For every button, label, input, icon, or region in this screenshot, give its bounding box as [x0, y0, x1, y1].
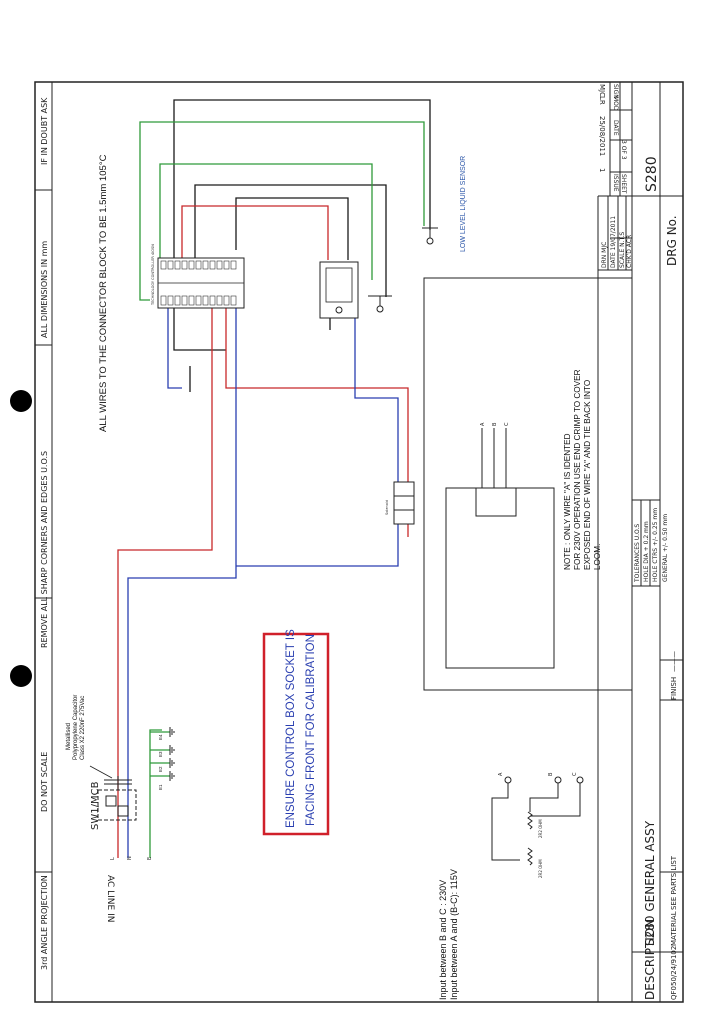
description-value: S280 GENERAL ASSY [643, 820, 657, 946]
material-value: SEE PARTS LIST [670, 855, 678, 910]
contactor-label: Solenoid [385, 500, 389, 515]
issue-initials: LR [598, 96, 606, 105]
punch-hole-bottom [10, 665, 32, 687]
tolerances-title: TOLERANCES U.O.S [634, 524, 641, 583]
sign-label: SIGN [612, 84, 619, 99]
liquid-sensor [368, 227, 438, 313]
earth-label-1: E1 [158, 784, 163, 790]
mod-label: MOD [612, 96, 619, 111]
issue-sign: MJC [598, 84, 606, 97]
lead-b: B [492, 422, 498, 426]
terminal-n: N [127, 856, 133, 860]
earth-label-3: E3 [158, 751, 163, 757]
finish-value: ——— [670, 651, 678, 672]
earth-label-4: E4 [158, 734, 163, 740]
schem-c: C [572, 772, 578, 776]
ac-line-label: AC LINE IN [105, 875, 115, 922]
capacitor-line-2: Polypropylene Capacitor [73, 695, 79, 760]
wires-note: ALL WIRES TO THE CONNECTOR BLOCK TO BE 1… [98, 154, 109, 432]
remove-edges-label: REMOVE ALL SHARP CORNERS AND EDGES U.O.S [40, 451, 49, 648]
sensor-label: LOW LEVEL LIQUID SENSOR [460, 156, 467, 252]
calibration-box [262, 632, 330, 836]
tol-general: GENERAL +/- 0.50 mm [662, 514, 669, 582]
capacitor-leader [89, 765, 113, 779]
identify-line-2: FOR 230V OPERATION USE END CRIMP TO COVE… [573, 369, 582, 570]
tol-hole-ctrs: HOLE CTRS +/- 0.25 mm [652, 508, 659, 582]
scale: SCALE N.T.S [619, 232, 626, 268]
identify-line-1: NOTE : ONLY WIRE "A" IS IDENTED [563, 433, 572, 570]
material-label: MATERIAL [670, 911, 678, 946]
switch-label: SW1/MCB [90, 781, 101, 830]
earth-label-2: E2 [158, 766, 163, 772]
sheet-value: 3 OF 3 [620, 140, 627, 160]
third-angle-label: 3rd ANGLE PROJECTION [40, 875, 49, 970]
issue-label: ISSUE [612, 174, 619, 192]
capacitor-line-3: Class X2 220nF 275Vac [80, 696, 86, 760]
capacitor-line-1: Metallised [66, 723, 72, 750]
contactor-relay [319, 261, 359, 319]
controller-label: TECHNOLOGY CONTROLLER 4IOSN [151, 244, 155, 306]
sheet-label: SHEET [620, 174, 627, 194]
tol-hole-dia: HOLE DIA + 0.2 mm [643, 521, 650, 582]
issue-date-label: DATE [612, 120, 619, 136]
description-label: DESCRIPTION [643, 919, 657, 1000]
finish-label: FINISH [670, 677, 678, 700]
fuse-holder [393, 481, 415, 525]
issue-number: 1 [598, 168, 606, 172]
drawn-by: DRN MJC [601, 242, 608, 268]
terminal-l: L [110, 857, 116, 860]
input-line-1: Input between B and C : 230V [438, 880, 448, 1000]
do-not-scale-label: DO NOT SCALE [40, 752, 49, 812]
drawing-number-label: DRG No. [665, 215, 679, 266]
issue-date: 25/08/2011 [598, 116, 606, 156]
identify-line-3: EXPOSED END OF WIRE "A" AND TIE BACK INT… [583, 380, 592, 570]
dimensions-label: ALL DIMENSIONS IN mm [40, 241, 49, 338]
lead-c: C [504, 422, 510, 426]
resistor1-label: 2R2 OHM [538, 819, 543, 838]
part-number: QF050/24/9102 [670, 946, 678, 1000]
calibration-line-1: ENSURE CONTROL BOX SOCKET IS [285, 629, 297, 828]
resistor-schematic [491, 776, 584, 866]
checked-by: CHK'D ACR [626, 235, 633, 268]
transformer-outline [445, 487, 555, 669]
drawing-frame [34, 81, 684, 1003]
drawing-number: S280 [644, 156, 660, 192]
doubt-label: IF IN DOUBT ASK [40, 97, 49, 165]
switch-mcb [97, 776, 137, 821]
title-block [597, 82, 683, 1002]
calibration-line-2: FACING FRONT FOR CALIBRATION [305, 634, 317, 826]
input-line-2: Input between A and (B-C): 115V [449, 869, 459, 1000]
drawn-date: DATE 19/07/2011 [610, 216, 617, 268]
transformer-leads [481, 428, 507, 488]
terminal-e: E [147, 857, 153, 860]
resistor2-label: 2R2 OHM [538, 859, 543, 878]
schem-a: A [498, 772, 504, 776]
transformer-core [475, 487, 517, 517]
earth-terminals [169, 727, 175, 781]
schem-b: B [548, 772, 554, 776]
wires [117, 99, 431, 858]
punch-hole-top [10, 390, 32, 412]
controller-unit: TECHNOLOGY CONTROLLER 4IOSN [151, 244, 245, 309]
transformer-panel [423, 277, 633, 691]
lead-a: A [480, 422, 486, 426]
